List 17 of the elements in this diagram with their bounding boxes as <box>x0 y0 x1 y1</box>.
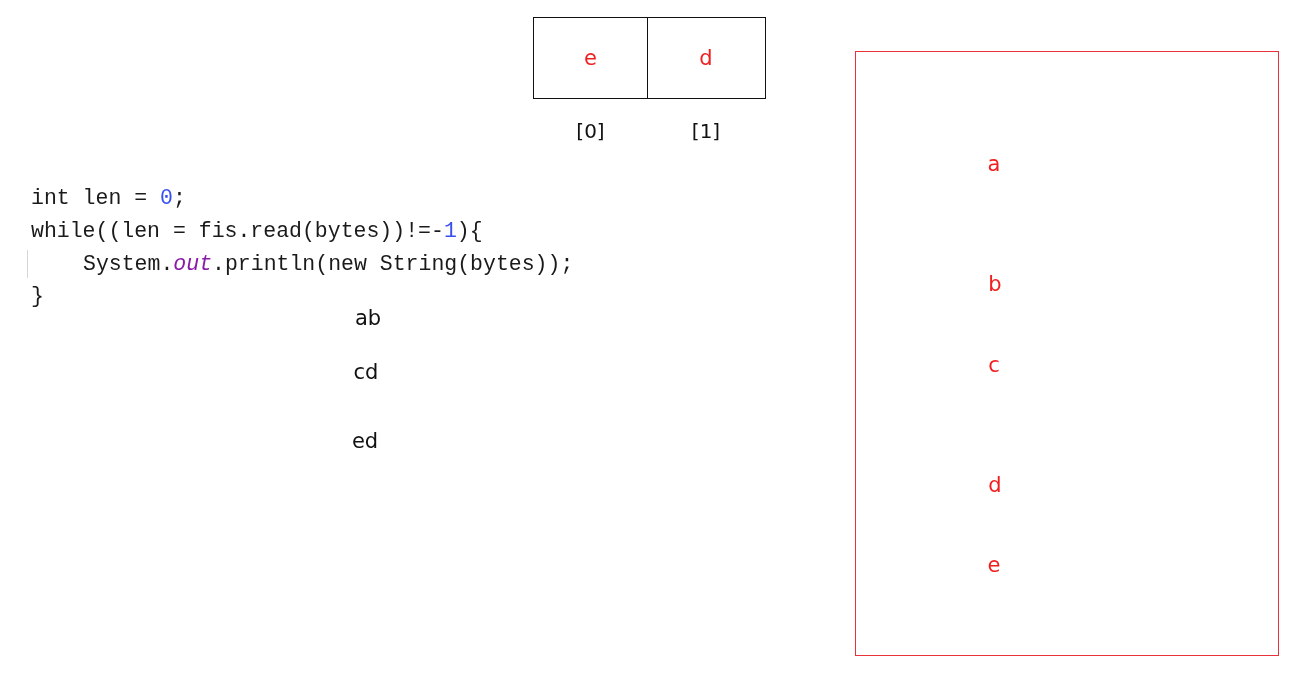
byte-letter: e <box>987 554 1001 576</box>
cell-value: d <box>699 47 713 69</box>
code-line: System.out.println(new String(bytes)); <box>83 254 574 276</box>
byte-letter: d <box>988 474 1002 496</box>
byte-letter: b <box>988 273 1002 295</box>
cell-value: e <box>584 47 597 69</box>
code-line: int len = 0; <box>31 188 186 210</box>
byte-letter: a <box>987 153 1001 175</box>
output-text: ed <box>351 430 379 452</box>
index-label: [1] <box>691 121 721 141</box>
file-box <box>855 51 1279 656</box>
output-text: cd <box>353 361 379 383</box>
code-line: while((len = fis.read(bytes))!=-1){ <box>31 221 483 243</box>
output-text: ab <box>354 307 382 329</box>
code-line: } <box>31 286 44 308</box>
index-label: [0] <box>576 121 605 141</box>
byte-letter: c <box>988 354 1000 376</box>
